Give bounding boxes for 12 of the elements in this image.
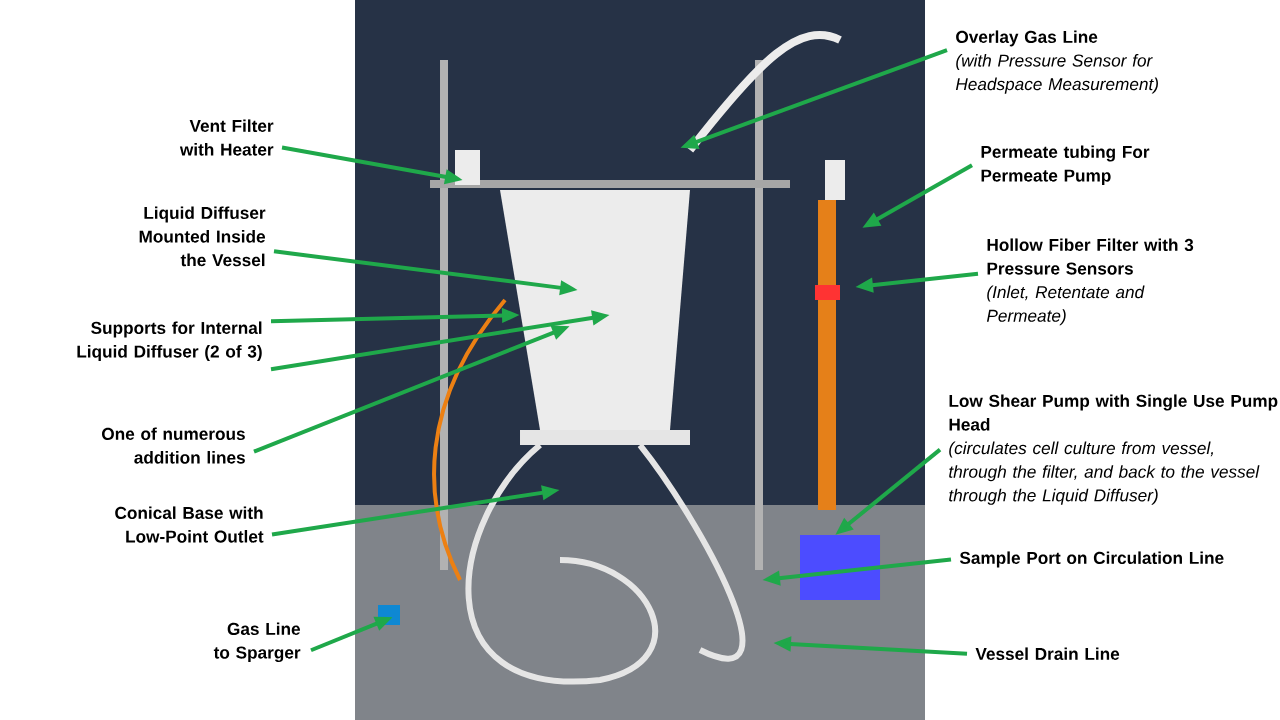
callout-label: Vent Filter with Heater — [179, 119, 274, 156]
callout-label: Low Shear Pump with Single Use Pump Head (circulates cell culture from vessel, through the filter, and back to the vessel through the Liquid Diffuser) — [949, 394, 1278, 505]
callout-label: Conical Base with Low-Point Outlet — [115, 506, 264, 543]
callout-label: Overlay Gas Line (with Pressure Sensor for Headspace Measurement) — [955, 30, 1158, 94]
callout-label: One of numerous addition lines — [102, 427, 245, 464]
callout-label: Sample Port on Circulation Line — [959, 551, 1224, 568]
callout-label: Supports for Internal Liquid Diffuser (2 of 3) — [77, 321, 262, 362]
callout-label: Gas Line to Sparger — [213, 622, 301, 663]
callout-label: Permeate tubing For Permeate Pump — [981, 145, 1150, 186]
callout-label: Vessel Drain Line — [975, 647, 1120, 661]
callout-label: Liquid Diffuser Mounted Inside the Vessel — [139, 206, 266, 267]
callout-label: Hollow Fiber Filter with 3 Pressure Sensors (Inlet, Retentate and Permeate) — [986, 238, 1194, 326]
